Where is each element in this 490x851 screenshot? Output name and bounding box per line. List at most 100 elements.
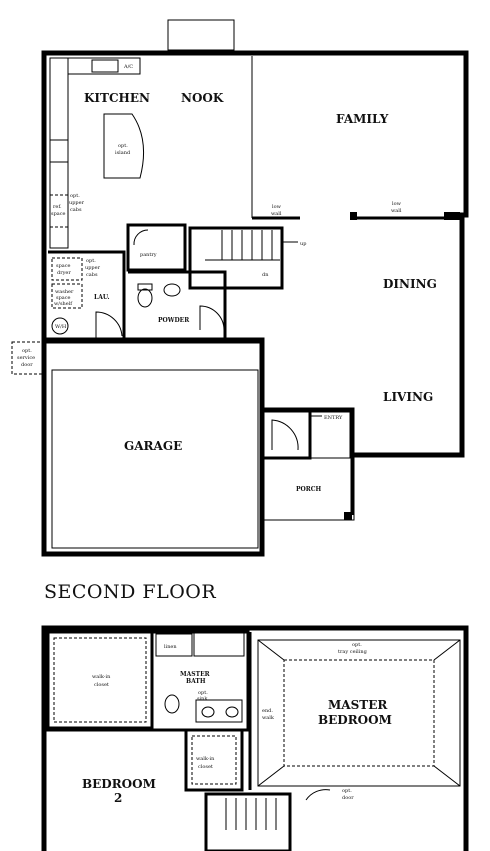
dryer-note-1: space (56, 263, 71, 269)
vanity-sink-b (225, 706, 239, 718)
entry-label: ENTRY (324, 415, 343, 421)
porch-label: PORCH (296, 486, 322, 493)
living-label: LIVING (383, 390, 433, 404)
washer-note-1: washer (55, 289, 74, 295)
stairs (188, 226, 298, 290)
master-bedroom-label-1: MASTER (328, 698, 388, 712)
low-wall-b-note-2: wall (391, 208, 402, 214)
low-wall-a-note-1: low (272, 204, 282, 210)
powder-walls (128, 270, 227, 340)
tray-diagonal-4 (433, 765, 461, 787)
pantry-walls (126, 223, 187, 272)
upper-cabs-note-3: cabs (70, 207, 82, 213)
master-door-swing (305, 789, 331, 801)
garage-door (51, 369, 259, 549)
kitchen-counter-top (67, 57, 141, 75)
powder-sink (163, 283, 181, 297)
low-wall-a-note-2: wall (271, 211, 282, 217)
stairs-dn-note: dn (262, 272, 269, 278)
kitchen-counter (49, 57, 69, 249)
upper-cabs-b-note-3: cabs (86, 272, 98, 278)
linen-label: linen (164, 644, 177, 650)
tray-diagonal-2 (433, 639, 461, 661)
post-b (444, 212, 460, 220)
second-floor-exterior (41, 625, 469, 851)
linen-closet (155, 633, 193, 657)
closet-b-label-1: walk-in (196, 756, 215, 762)
ref-space-note-1: ref. (53, 204, 62, 210)
end-walk-label-1: end. (262, 708, 273, 714)
laundry-walls (48, 250, 126, 340)
powder-door (199, 305, 225, 331)
dining-label: DINING (383, 277, 437, 291)
bedroom2-label-1: BEDROOM (82, 777, 156, 791)
toilet-tank (137, 283, 153, 291)
tray-ceiling-label-1: opt. (352, 642, 362, 648)
washer (51, 283, 83, 309)
bedroom2-label-2: 2 (114, 791, 122, 805)
closet-b-label-2: closet (198, 764, 213, 770)
cooktop (91, 59, 119, 73)
pantry-door (133, 229, 149, 246)
vanity-sink-a (201, 706, 215, 718)
closet-a-label-2: closet (94, 682, 109, 688)
opt-door-label-1: opt. (342, 788, 352, 794)
island-note-2: island (115, 150, 131, 156)
opt-sink-label-1: opt. (198, 690, 208, 696)
toilet (137, 288, 153, 308)
kitchen-label: KITCHEN (84, 91, 150, 105)
end-walk-label-2: walk (262, 715, 275, 721)
opt-door-label-2: door (342, 795, 354, 801)
chimney (167, 19, 235, 51)
post-a (350, 212, 357, 220)
vanity (195, 699, 243, 723)
master-bath-label-1: MASTER (180, 671, 211, 678)
tray-diagonal-1 (257, 639, 285, 661)
tray-diagonal-3 (257, 765, 285, 787)
ref-space-note-2: space (51, 211, 66, 217)
pantry-label: pantry (140, 252, 157, 258)
master-bath-label-2: BATH (186, 678, 206, 685)
water-heater (51, 317, 69, 335)
opt-sink-label-2: sink (197, 696, 208, 702)
service-door-note-3: door (21, 362, 33, 368)
tray-ceiling-label-2: tray ceiling (338, 649, 368, 655)
washer-note-3: w/shelf (54, 301, 73, 307)
master-bedroom-label-2: BEDROOM (318, 713, 392, 727)
service-door (11, 341, 47, 375)
walk-in-closet-a (46, 630, 154, 730)
stairs-up-note: up (300, 241, 306, 247)
second-floor-stairs (204, 792, 292, 851)
entry-door-swing (271, 419, 299, 451)
upper-cabs-b-note-2: upper (85, 265, 101, 271)
garage-label: GARAGE (124, 439, 182, 453)
powder-label: POWDER (158, 317, 190, 324)
service-door-note-1: opt. (22, 348, 32, 354)
entry-walls (260, 408, 312, 460)
family-label: FAMILY (336, 112, 389, 126)
walk-in-closet-b (184, 728, 244, 792)
upper-cabs-note-2: upper (69, 200, 85, 206)
service-door-note-2: service (17, 355, 35, 361)
second-floor: walk-in closet linen MASTER BATH opt. si… (41, 625, 469, 851)
sink (49, 139, 69, 163)
first-floor: KITCHEN NOOK FAMILY DINING LIVING GARAGE… (11, 19, 469, 557)
ac-note: A/C (123, 64, 133, 70)
water-heater-note: W/H (55, 324, 67, 330)
nook-label: NOOK (181, 91, 224, 105)
closet-b-shelf (191, 735, 237, 785)
closet-a-shelf (53, 637, 147, 723)
closet-a-label-1: walk-in (92, 674, 111, 680)
laundry-door (95, 311, 123, 340)
upper-cabs-note-1: opt. (70, 193, 80, 199)
kitchen-island (103, 113, 145, 179)
washer-note-2: space (56, 295, 71, 301)
island-note-1: opt. (118, 143, 128, 149)
laundry-label: LAU. (94, 294, 110, 301)
upper-cabs-b-note-1: opt. (86, 258, 96, 264)
tub (193, 629, 245, 657)
second-floor-title: SECOND FLOOR (44, 581, 216, 603)
porch-post (344, 512, 352, 520)
dryer-note-2: dryer (57, 270, 71, 276)
